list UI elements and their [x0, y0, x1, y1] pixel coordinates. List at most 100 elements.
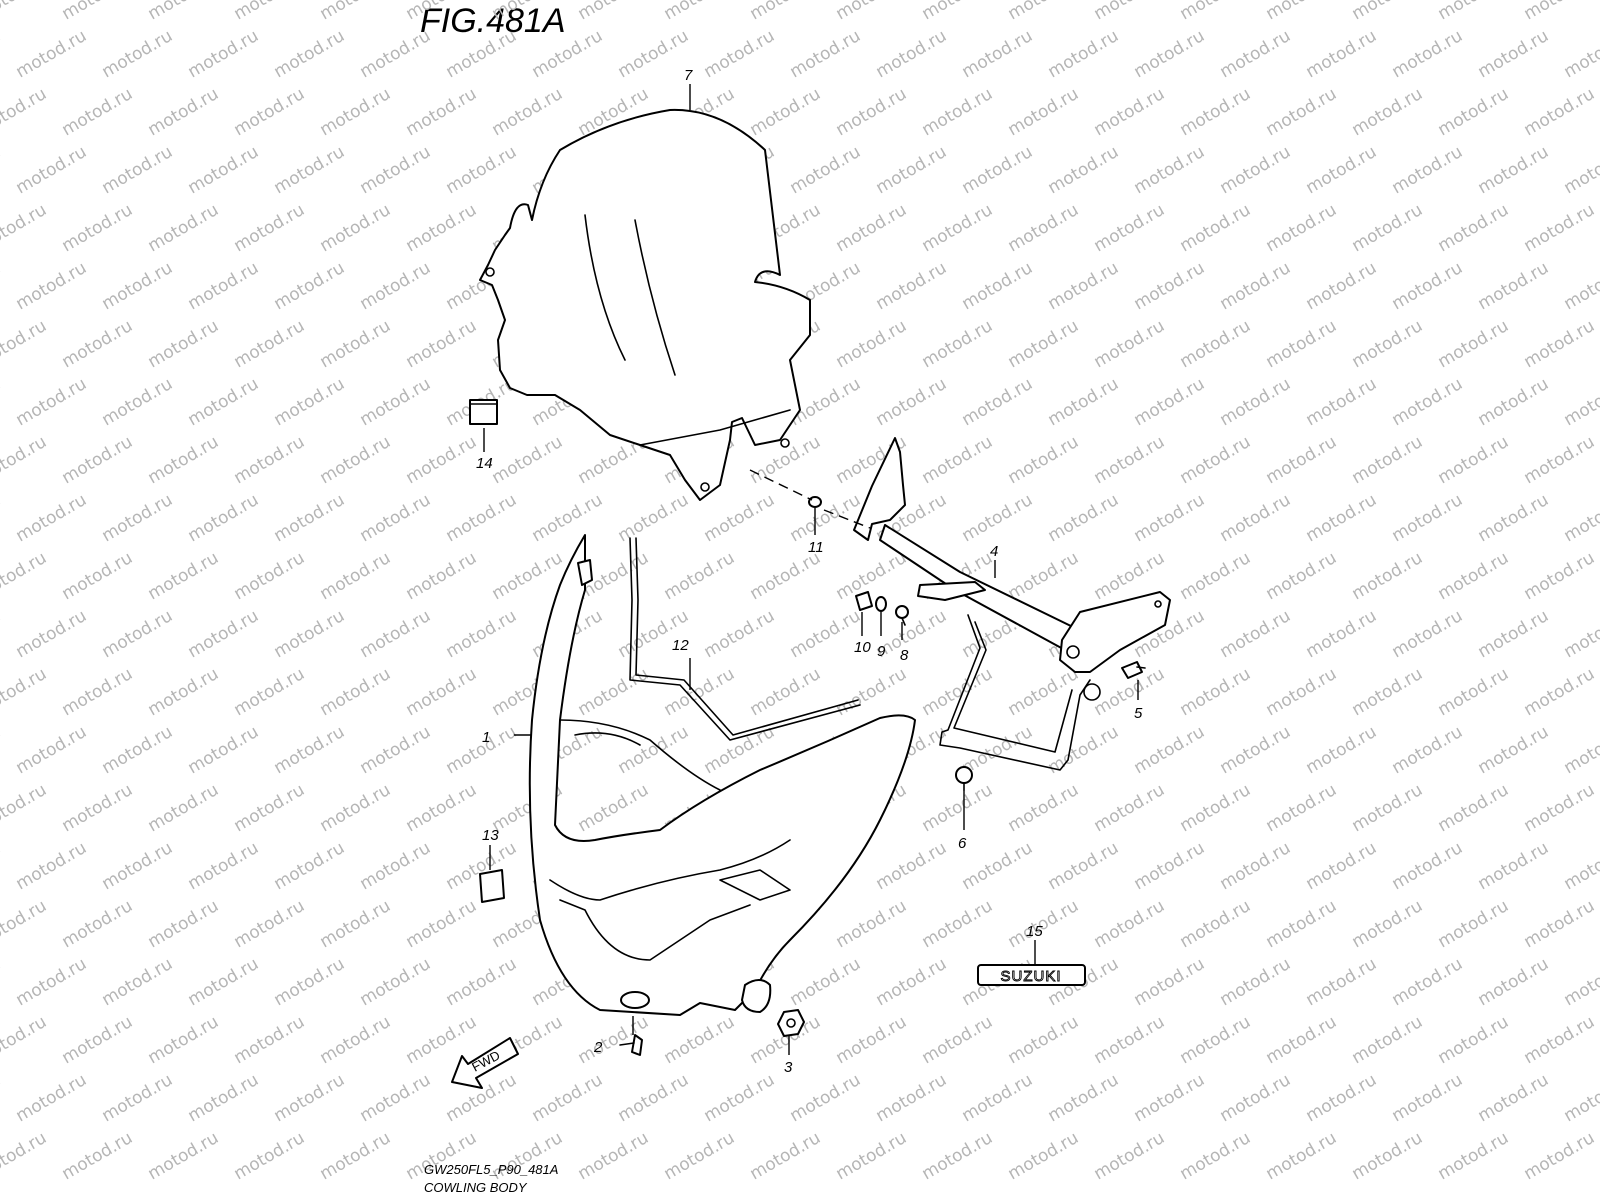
watermark-text: motod.ru: [1561, 722, 1600, 778]
watermark-text: motod.ru: [701, 1070, 779, 1126]
callout-4: 4: [990, 543, 998, 560]
watermark-text: motod.ru: [1561, 490, 1600, 546]
watermark-text: motod.ru: [1521, 1128, 1599, 1184]
watermark-text: motod.ru: [231, 200, 309, 256]
watermark-text: motod.ru: [99, 722, 177, 778]
watermark-text: motod.ru: [145, 432, 223, 488]
watermark-text: motod.ru: [615, 490, 693, 546]
watermark-text: motod.ru: [13, 374, 91, 430]
watermark-text: motod.ru: [1521, 0, 1599, 24]
watermark-text: motod.ru: [231, 896, 309, 952]
watermark-text: motod.ru: [1005, 896, 1083, 952]
watermark-text: motod.ru: [1131, 490, 1209, 546]
watermark-text: motod.ru: [271, 490, 349, 546]
watermark-text: motod.ru: [1475, 606, 1553, 662]
watermark-text: motod.ru: [99, 258, 177, 314]
watermark-text: motod.ru: [185, 954, 263, 1010]
watermark-text: motod.ru: [1435, 780, 1513, 836]
watermark-text: motod.ru: [1263, 316, 1341, 372]
watermark-text: motod.ru: [443, 142, 521, 198]
watermark-text: motod.ru: [919, 84, 997, 140]
watermark-text: motod.ru: [1263, 1128, 1341, 1184]
watermark-text: motod.ru: [1131, 374, 1209, 430]
watermark-text: motod.ru: [1005, 780, 1083, 836]
watermark-text: motod.ru: [1561, 838, 1600, 894]
watermark-text: motod.ru: [13, 1070, 91, 1126]
watermark-text: motod.ru: [271, 374, 349, 430]
watermark-text: motod.ru: [1263, 200, 1341, 256]
figure-code: GW250FL5_P90_481A: [424, 1162, 559, 1177]
watermark-text: motod.ru: [13, 606, 91, 662]
watermark-text: motod.ru: [145, 780, 223, 836]
watermark-text: motod.ru: [1475, 1070, 1553, 1126]
watermark-text: motod.ru: [1263, 664, 1341, 720]
windscreen-part: [479, 108, 811, 501]
watermark-text: motod.ru: [661, 548, 739, 604]
watermark-text: motod.ru: [1521, 84, 1599, 140]
watermark-text: motod.ru: [357, 490, 435, 546]
watermark-text: motod.ru: [443, 490, 521, 546]
watermark-text: motod.ru: [271, 142, 349, 198]
watermark-text: motod.ru: [1475, 26, 1553, 82]
watermark-text: motod.ru: [615, 26, 693, 82]
watermark-text: motod.ru: [231, 432, 309, 488]
watermark-text: motod.ru: [919, 200, 997, 256]
watermark-text: motod.ru: [231, 1128, 309, 1184]
watermark-text: motod.ru: [59, 0, 137, 24]
watermark-text: motod.ru: [701, 606, 779, 662]
watermark-text: motod.ru: [403, 780, 481, 836]
watermark-text: motod.ru: [1303, 374, 1381, 430]
callout-12: 12: [672, 637, 689, 654]
watermark-text: motod.ru: [357, 954, 435, 1010]
watermark-text: motod.ru: [1561, 374, 1600, 430]
watermark-text: motod.ru: [443, 954, 521, 1010]
nut-part-10: [855, 591, 873, 611]
watermark-text: motod.ru: [403, 84, 481, 140]
watermark-text: motod.ru: [1521, 780, 1599, 836]
watermark-text: motod.ru: [145, 84, 223, 140]
watermark-text: motod.ru: [403, 664, 481, 720]
watermark-text: motod.ru: [317, 84, 395, 140]
watermark-text: motod.ru: [1177, 548, 1255, 604]
watermark-text: motod.ru: [1521, 1012, 1599, 1068]
watermark-text: motod.ru: [575, 1128, 653, 1184]
watermark-text: motod.ru: [13, 954, 91, 1010]
watermark-text: motod.ru: [873, 142, 951, 198]
watermark-text: motod.ru: [489, 548, 567, 604]
watermark-text: motod.ru: [833, 1012, 911, 1068]
watermark-text: motod.ru: [271, 606, 349, 662]
trim-strip-part: [629, 537, 861, 741]
watermark-text: motod.ru: [1091, 432, 1169, 488]
watermark-text: motod.ru: [1521, 316, 1599, 372]
watermark-text: motod.ru: [1045, 490, 1123, 546]
watermark-text: motod.ru: [357, 606, 435, 662]
watermark-text: motod.ru: [1389, 1070, 1467, 1126]
watermark-text: motod.ru: [1303, 606, 1381, 662]
watermark-text: motod.ru: [1475, 142, 1553, 198]
watermark-text: motod.ru: [357, 374, 435, 430]
watermark-text: motod.ru: [959, 374, 1037, 430]
watermark-text: motod.ru: [1349, 316, 1427, 372]
watermark-text: motod.ru: [185, 142, 263, 198]
watermark-text: motod.ru: [231, 780, 309, 836]
watermark-text: motod.ru: [357, 722, 435, 778]
watermark-text: motod.ru: [185, 26, 263, 82]
watermark-text: motod.ru: [1263, 0, 1341, 24]
watermark-text: motod.ru: [59, 200, 137, 256]
watermark-text: motod.ru: [0, 200, 50, 256]
pad-part-14: [469, 399, 498, 425]
watermark-text: motod.ru: [317, 896, 395, 952]
watermark-text: motod.ru: [1561, 26, 1600, 82]
watermark-text: motod.ru: [701, 26, 779, 82]
watermark-text: motod.ru: [1349, 548, 1427, 604]
watermark-text: motod.ru: [271, 838, 349, 894]
watermark-text: motod.ru: [1177, 1012, 1255, 1068]
watermark-text: motod.ru: [99, 954, 177, 1010]
watermark-text: motod.ru: [1131, 954, 1209, 1010]
watermark-text: motod.ru: [1045, 258, 1123, 314]
watermark-text: motod.ru: [1177, 432, 1255, 488]
watermark-text: motod.ru: [1521, 896, 1599, 952]
watermark-text: motod.ru: [529, 26, 607, 82]
watermark-text: motod.ru: [1263, 780, 1341, 836]
